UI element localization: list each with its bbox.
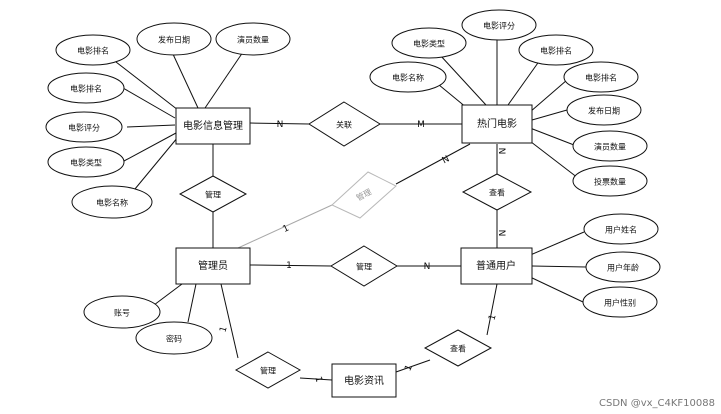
cardinality-news-left: 1 [312,375,323,383]
cardinality-hot-bottom: N [496,230,506,237]
svg-text:电影类型: 电影类型 [70,158,102,168]
relationship-label: 关联 [336,120,352,130]
svg-text:演员数量: 演员数量 [237,35,269,45]
entity-label: 电影信息管理 [183,119,243,132]
cardinality-faint-admin: 1 [281,223,290,234]
svg-text:演员数量: 演员数量 [594,142,626,152]
relationship-manage-info: 管理 [178,175,248,213]
svg-text:投票数量: 投票数量 [594,177,626,187]
relationship-label: 管理 [356,262,372,272]
svg-text:电影名称: 电影名称 [96,198,128,208]
cardinality-link-left: N [277,120,284,130]
attr-mim-actors: 演员数量 [215,22,291,56]
attr-hm-rank-a: 电影排名 [518,34,594,66]
cardinality-labels: N M N N 1 N 1 N 1 1 1 1 [218,120,506,384]
svg-text:账号: 账号 [114,309,130,318]
relationship-label: 管理 [260,366,276,376]
attr-hm-name: 电影名称 [369,61,447,93]
relationship-browse-hot: 查看 [461,173,533,211]
entity-movie-news: 电影资讯 [331,363,397,398]
attr-hm-type: 电影类型 [391,27,467,59]
svg-text:用户性别: 用户性别 [604,298,636,308]
entity-admin: 管理员 [175,247,251,285]
cardinality-admin-down: 1 [218,325,229,333]
attr-hm-release: 发布日期 [566,94,642,126]
relationship-manage-user: 管理 [330,245,398,287]
watermark: CSDN @vx_C4KF10088 [599,398,715,409]
svg-text:电影类型: 电影类型 [413,39,445,49]
entity-label: 管理员 [198,259,228,272]
relationship-browse-news: 查看 [423,329,493,367]
svg-text:电影评分: 电影评分 [68,123,100,133]
attr-user-age: 用户年龄 [585,251,661,283]
relationship-link: 关联 [308,101,381,147]
svg-text:电影排名: 电影排名 [585,73,617,83]
relationship-label: 管理 [205,190,221,200]
cardinality-news-right: 1 [403,363,414,372]
svg-text:电影排名: 电影排名 [77,46,109,56]
svg-text:发布日期: 发布日期 [158,35,190,45]
relationship-label: 查看 [489,188,505,198]
attr-hm-votes: 投票数量 [572,165,648,197]
entity-movie-info-management: 电影信息管理 [175,107,251,145]
entity-hot-movie: 热门电影 [461,104,533,144]
cardinality-user-down: 1 [487,313,498,321]
attr-mim-rank: 电影排名 [47,72,125,104]
connector-lines [115,34,587,381]
svg-text:用户年龄: 用户年龄 [607,263,639,273]
entity-label: 普通用户 [476,259,516,272]
svg-text:密码: 密码 [166,334,182,344]
relationship-manage-hot-faint: 管理 [331,171,397,219]
attr-mim-rank-top: 电影排名 [55,34,131,66]
attr-mim-rating: 电影评分 [45,111,123,143]
attr-user-name: 用户姓名 [583,213,659,245]
svg-text:电影名称: 电影名称 [392,73,424,83]
cardinality-mid-admin: 1 [286,261,292,271]
attr-mim-name: 电影名称 [71,185,153,219]
relationship-label: 查看 [450,344,466,354]
attr-admin-password: 密码 [135,321,213,355]
entity-label: 热门电影 [477,117,517,130]
attr-hm-actors: 演员数量 [572,130,648,162]
attr-user-gender: 用户性别 [582,286,658,318]
attr-hm-rank-b: 电影排名 [563,61,639,93]
relationship-manage-news: 管理 [234,351,302,389]
svg-text:电影排名: 电影排名 [540,46,572,56]
svg-text:电影评分: 电影评分 [483,21,515,31]
attr-mim-release: 发布日期 [136,22,212,56]
attr-hm-rating: 电影评分 [461,9,537,41]
attr-admin-account: 账号 [83,295,161,329]
cardinality-hot-top: N [496,148,506,155]
cardinality-mid-user: N [424,262,431,272]
entity-label: 电影资讯 [344,374,384,387]
cardinality-faint-hot: N [441,154,452,166]
entity-normal-user: 普通用户 [460,247,533,285]
svg-text:电影排名: 电影排名 [70,84,102,94]
svg-text:用户姓名: 用户姓名 [605,225,637,235]
attr-mim-type: 电影类型 [47,146,125,178]
svg-text:发布日期: 发布日期 [588,106,620,116]
cardinality-link-right: M [417,120,425,130]
